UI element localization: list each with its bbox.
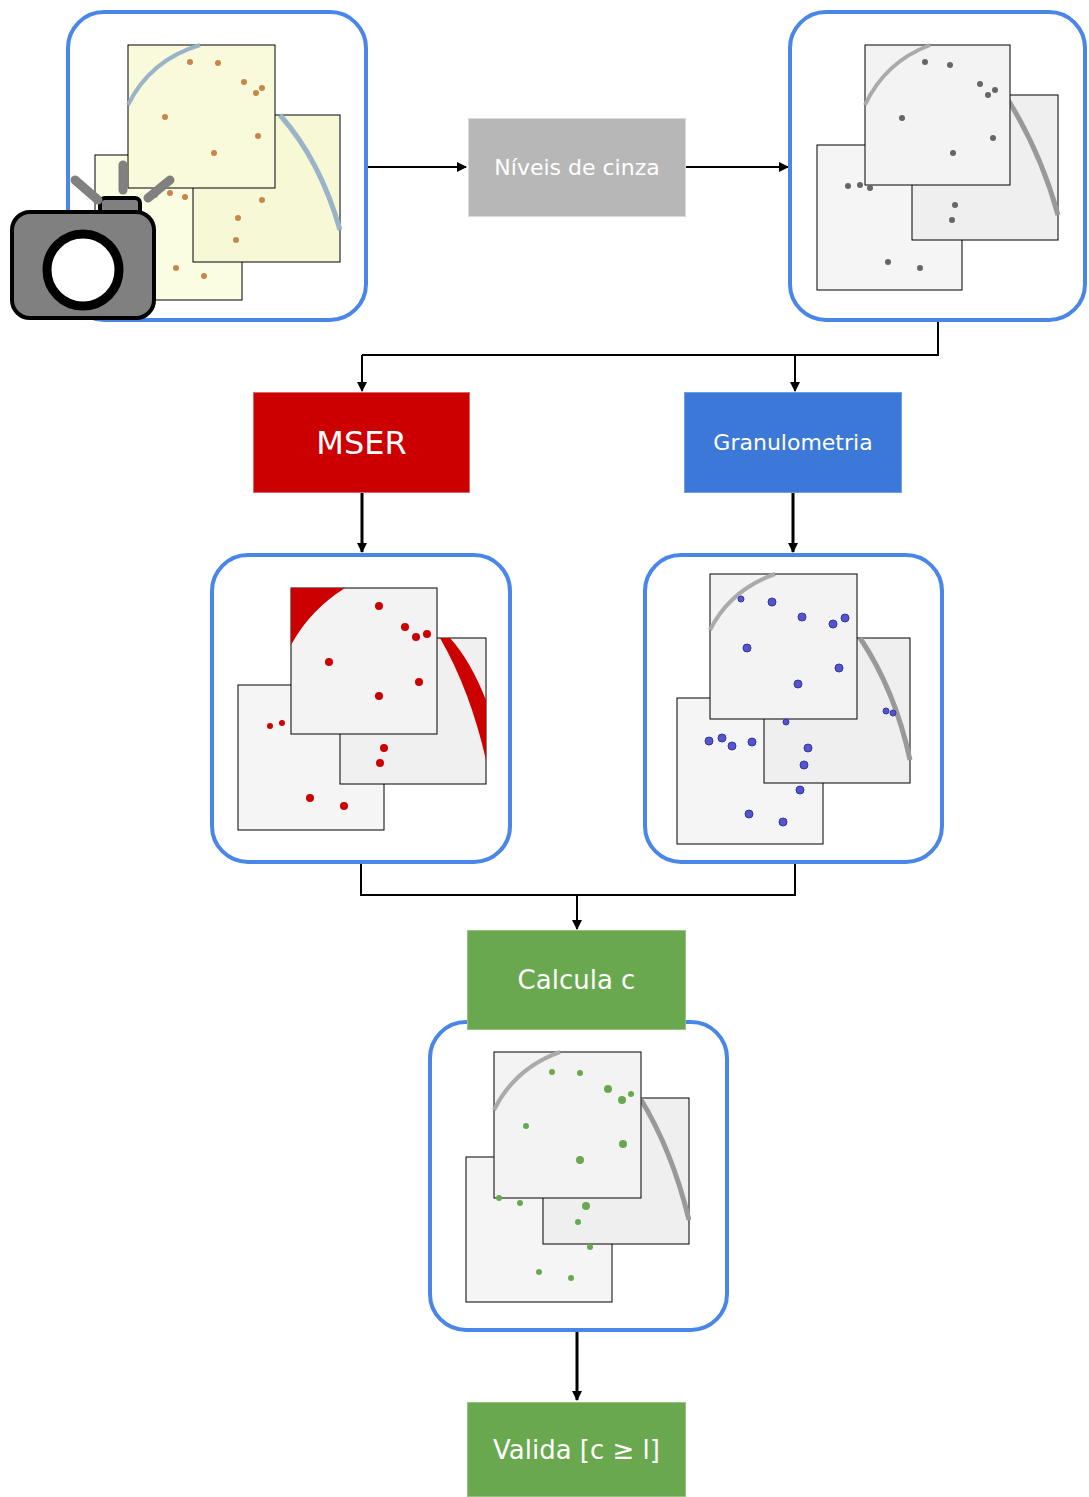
node-label: Níveis de cinza <box>494 155 659 180</box>
process-box: Granulometria <box>684 392 902 493</box>
node-label: Granulometria <box>713 430 872 455</box>
process-box: Calcula c <box>467 930 686 1030</box>
node-label: MSER <box>316 424 406 462</box>
process-box: MSER <box>253 392 470 493</box>
camera-icon <box>12 165 170 318</box>
node-label: Valida [c ≥ l] <box>493 1435 660 1465</box>
node-label: Calcula c <box>518 965 636 995</box>
process-box: Valida [c ≥ l] <box>467 1402 686 1497</box>
process-box: Níveis de cinza <box>468 118 686 217</box>
